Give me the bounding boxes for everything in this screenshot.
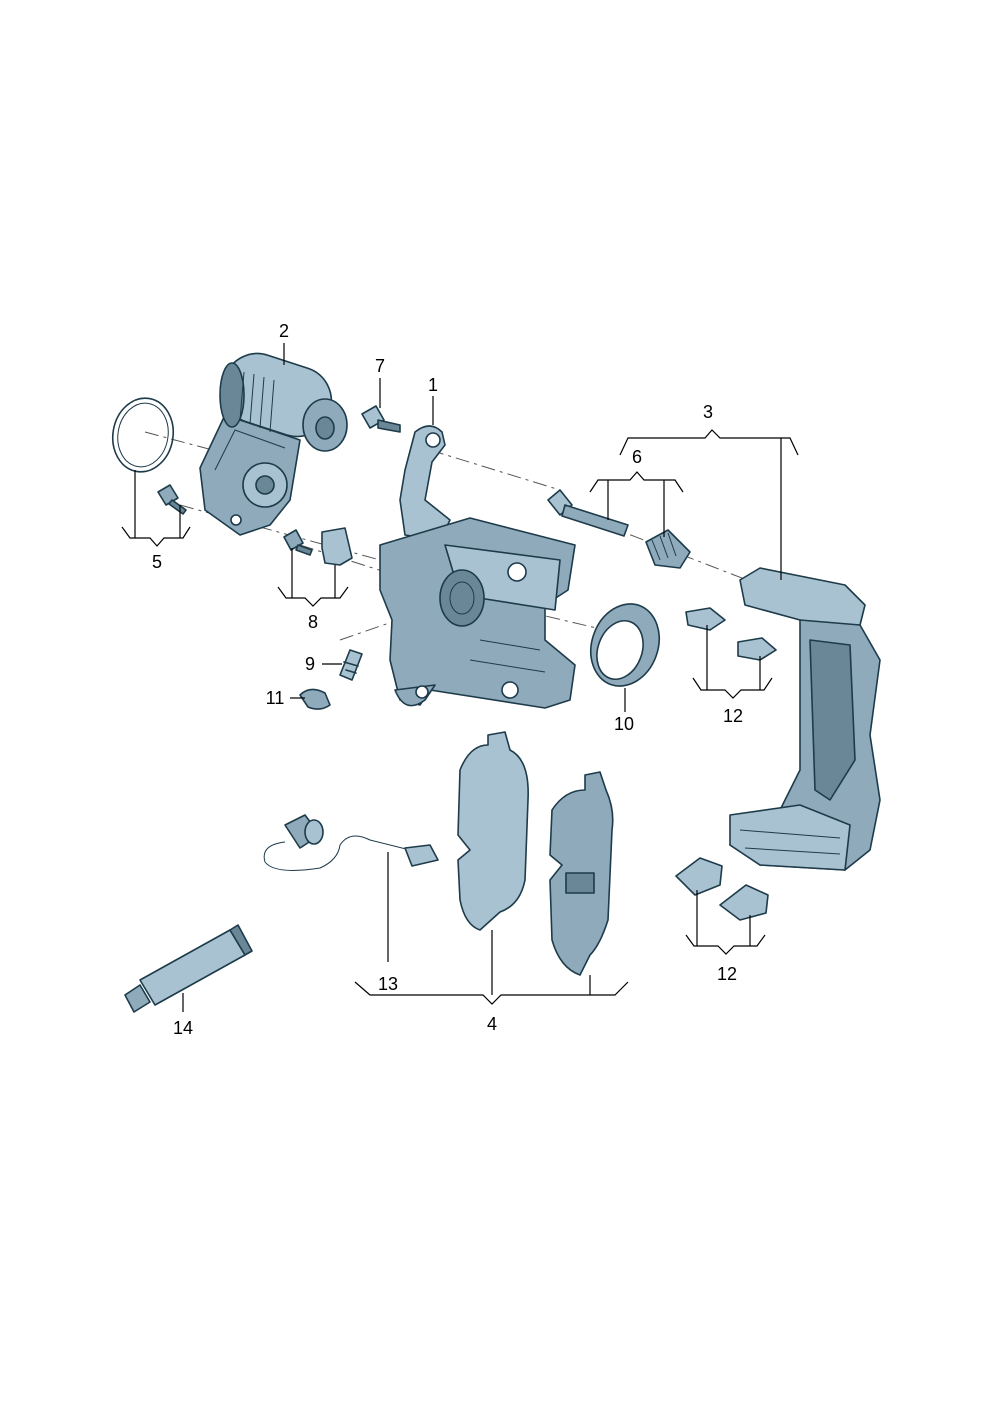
callout-1: 1 [428,375,438,395]
carrier-lower-arm [729,804,851,871]
guide-pin-shaft [561,504,629,537]
o-ring [111,397,175,473]
caliper-carrier [729,567,881,871]
callout-7: 7 [375,356,385,376]
pad-clip-lower [675,857,769,921]
brake-pads [457,731,614,976]
callout-5: 5 [152,552,162,572]
motor-screw [157,484,187,515]
callout-3: 3 [703,402,713,422]
pad-clip-upper [685,607,777,661]
callout-2: 2 [279,321,289,341]
bleeder-valve [339,649,363,681]
callout-labels: 1 2 3 4 5 6 7 8 9 10 11 12 12 13 14 [152,321,743,1038]
callout-14: 14 [173,1018,193,1038]
caliper-bolt [361,405,401,433]
piston-seal [590,603,660,687]
cable-bracket [283,527,353,566]
guide-pin-boot [645,529,691,569]
leader-lines [121,343,799,1012]
guide-pin-set [547,489,691,569]
brake-caliper-housing [379,425,576,709]
brake-pad-inner [457,731,529,931]
callout-4: 4 [487,1014,497,1034]
callout-6: 6 [632,447,642,467]
callout-13: 13 [378,974,398,994]
bracket-clip [321,527,353,566]
callout-11: 11 [266,688,285,708]
callout-12-lower: 12 [717,964,737,984]
caliper-arm [399,425,451,541]
pad-wear-sensor [263,814,439,871]
bleeder-cap [299,688,331,710]
callout-9: 9 [305,654,315,674]
grease-tube [124,924,253,1013]
callout-8: 8 [308,612,318,632]
caliper-piston-bore [439,569,485,627]
parking-brake-motor [199,352,348,536]
callout-12-upper: 12 [723,706,743,726]
callout-10: 10 [614,714,634,734]
